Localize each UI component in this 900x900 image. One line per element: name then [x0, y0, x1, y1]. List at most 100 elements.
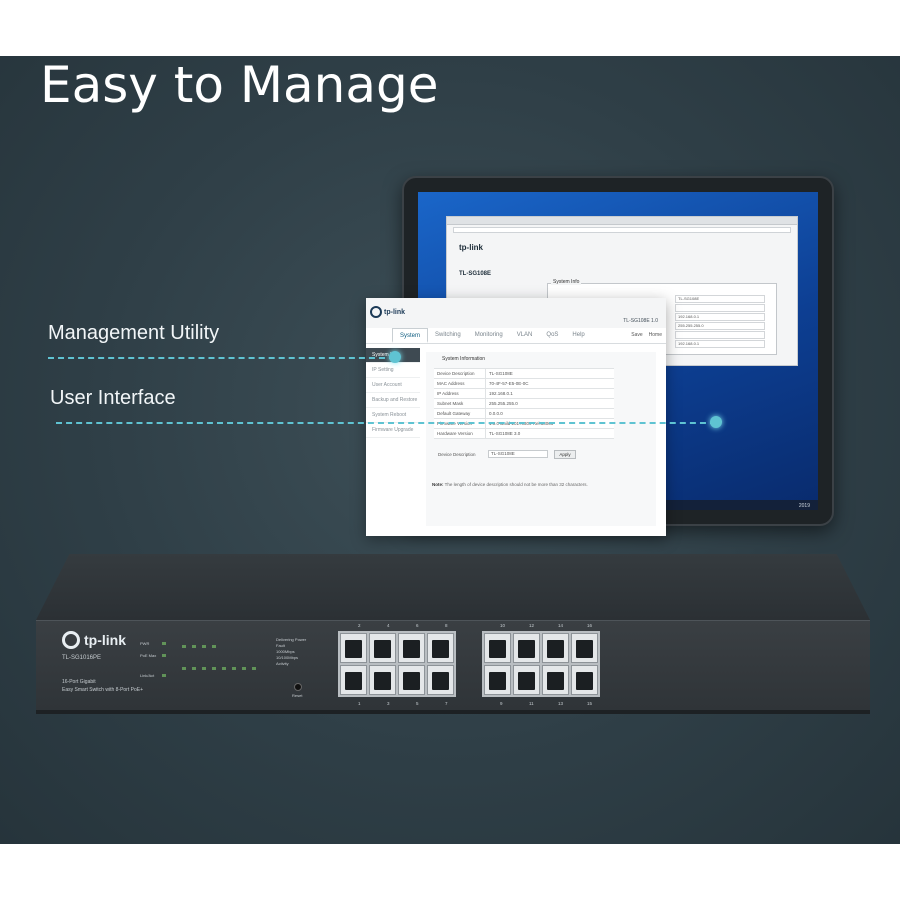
port-number: 1	[358, 701, 361, 706]
tablet-panel-title: System Info	[551, 279, 582, 285]
window-header: tp-link TL-SG108E 1.0	[366, 298, 666, 328]
led-indicator	[192, 645, 196, 648]
port-number: 5	[416, 701, 419, 706]
led-panel: PWR PoE Max Link/Act	[140, 633, 310, 693]
home-button[interactable]: Home	[648, 332, 662, 338]
row-key: Subnet Mask	[434, 399, 486, 408]
led-indicator	[202, 667, 206, 670]
row-value: 70-4F-57-E5-0E-0C	[489, 381, 529, 386]
ethernet-port	[398, 665, 425, 695]
headline: Easy to Manage	[40, 56, 439, 114]
side-item-firmware-upgrade[interactable]: Firmware Upgrade	[366, 423, 420, 438]
port-group-right	[482, 631, 600, 697]
window-actions: Save Home	[631, 332, 662, 338]
row-value: 192.168.0.1	[489, 391, 513, 396]
port-number: 2	[358, 623, 361, 628]
ethernet-port	[542, 665, 569, 695]
ethernet-port	[340, 665, 367, 695]
legend-10-100mbps: 10/100Mbps	[276, 655, 299, 660]
side-item-backup-restore[interactable]: Backup and Restore	[366, 393, 420, 408]
port-number: 9	[500, 701, 503, 706]
side-item-user-account[interactable]: User Account	[366, 378, 420, 393]
switch-top-cover	[36, 554, 870, 620]
tp-link-logo-icon	[62, 631, 80, 649]
device-description-input[interactable]: TL-SG108E	[488, 450, 548, 458]
tab-help[interactable]: Help	[572, 332, 585, 338]
note-body: The length of device description should …	[444, 482, 588, 487]
tablet-logo: tp-link	[459, 243, 483, 252]
side-item-ip-setting[interactable]: IP Setting	[366, 363, 420, 378]
ethernet-port	[484, 633, 511, 663]
window-logo-text: tp-link	[384, 308, 405, 316]
browser-url-bar	[453, 227, 791, 233]
ethernet-port	[513, 665, 540, 695]
tablet-info-row: TL-SG108E	[675, 295, 765, 303]
ethernet-port	[398, 633, 425, 663]
tablet-info-row: 192.168.0.1	[675, 340, 765, 348]
tablet-info-row	[675, 304, 765, 312]
tablet-info-row: 192.168.0.1	[675, 313, 765, 321]
tab-switching[interactable]: Switching	[435, 332, 461, 338]
tablet-model: TL-SG108E	[459, 271, 492, 277]
tab-vlan[interactable]: VLAN	[516, 332, 533, 338]
port-number: 13	[558, 701, 564, 706]
connector-dot-interface	[710, 416, 722, 428]
tablet-info-rows: TL-SG108E 192.168.0.1 255.255.255.0 192.…	[675, 295, 765, 349]
taskbar-clock: 2019	[798, 503, 810, 509]
connector-dot-management	[389, 351, 401, 363]
callout-management-utility: Management Utility	[48, 322, 220, 344]
row-key: Default Gateway	[434, 409, 486, 418]
row-key: Device Description	[434, 369, 486, 378]
tab-monitoring[interactable]: Monitoring	[474, 332, 503, 338]
tablet-info-row	[675, 331, 765, 339]
led-label-pwr: PWR	[140, 641, 150, 646]
ethernet-port	[513, 633, 540, 663]
port-number: 10	[500, 623, 506, 628]
tablet-info-row: 255.255.255.0	[675, 322, 765, 330]
reset-button[interactable]	[294, 683, 302, 691]
row-value: 0.0.0.0	[489, 411, 503, 416]
led-indicator	[212, 645, 216, 648]
led-indicator	[222, 667, 226, 670]
row-value: TL-SG108E	[489, 371, 513, 376]
led-indicator	[192, 667, 196, 670]
ethernet-port	[484, 665, 511, 695]
legend-1000mbps: 1000Mbps	[276, 649, 295, 654]
ethernet-port	[427, 633, 454, 663]
port-group-left	[338, 631, 456, 697]
note-label: Note:	[432, 482, 444, 487]
management-window: tp-link TL-SG108E 1.0 System Switching M…	[366, 298, 666, 536]
tab-system[interactable]: System	[392, 328, 429, 343]
port-number: 15	[587, 701, 593, 706]
dashed-connector-management	[48, 357, 395, 359]
row-key: Hardware Version	[434, 429, 486, 438]
device-description-label: Device Description	[438, 452, 476, 457]
switch-desc-line2: Easy Smart Switch with 8-Port PoE+	[62, 687, 144, 693]
port-number: 6	[416, 623, 419, 628]
side-item-system-reboot[interactable]: System Reboot	[366, 408, 420, 423]
browser-title-bar	[447, 217, 797, 225]
led-indicator	[162, 642, 166, 645]
row-key: MAC Address	[434, 379, 486, 388]
led-indicator	[232, 667, 236, 670]
tab-qos[interactable]: QoS	[546, 332, 559, 338]
switch-front-panel: tp-link TL-SG1016PE 16-Port Gigabit Easy…	[36, 620, 870, 710]
led-label-poe-max: PoE Max	[140, 653, 157, 658]
port-number: 11	[529, 701, 534, 706]
row-value: TL-SG108E 3.0	[489, 431, 521, 436]
window-tabs: System Switching Monitoring VLAN QoS Hel…	[366, 328, 666, 344]
side-menu: System Info IP Setting User Account Back…	[366, 348, 420, 536]
apply-button[interactable]: Apply	[554, 450, 576, 459]
legend-delivering-power: Delivering Power	[276, 637, 307, 642]
save-button[interactable]: Save	[631, 332, 643, 338]
legend-activity: Activity	[276, 661, 289, 666]
switch-base	[36, 710, 870, 714]
ethernet-port	[542, 633, 569, 663]
port-number: 12	[529, 623, 535, 628]
led-indicator	[212, 667, 216, 670]
